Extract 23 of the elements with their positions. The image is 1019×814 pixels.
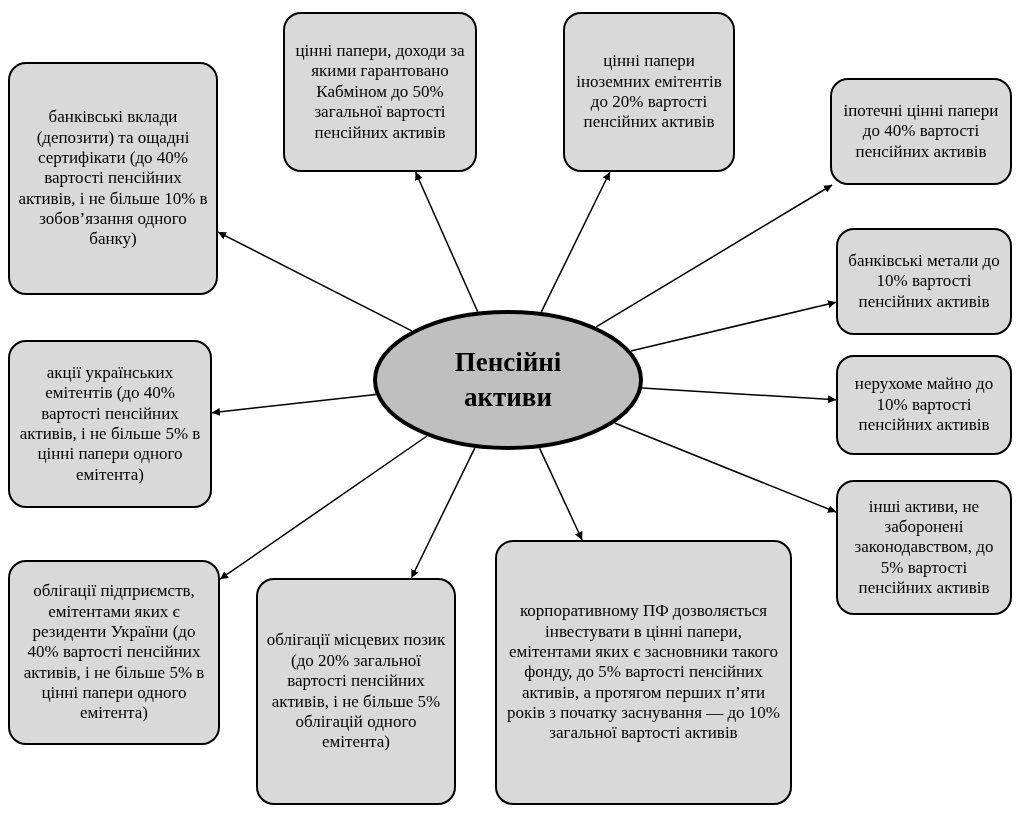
category-box: інші активи, не заборонені законодавством, до 5% вартості пенсійних активів	[836, 480, 1012, 615]
arrow	[630, 300, 837, 352]
arrow	[414, 171, 479, 313]
arrow	[595, 184, 833, 328]
category-box: нерухоме майно до 10% вартості пенсійних активів	[836, 355, 1012, 455]
arrow	[538, 447, 583, 541]
arrow	[613, 422, 837, 513]
category-box: облігації місцевих позик (до 20% загальної вартості пенсійних активів, і не більше 5% облігацій одного емітента)	[256, 578, 456, 805]
category-box: банківські метали до 10% вартості пенсійних активів	[836, 228, 1012, 335]
category-box: іпотечні цінні папери до 40% вартості пенсійних активів	[830, 78, 1012, 185]
arrow	[211, 393, 377, 416]
arrow	[641, 387, 837, 404]
arrow	[410, 447, 476, 579]
category-box: корпоративному ПФ дозволяється інвестувати в цінні папери, емітентами яких є засновники такого фонду, до 5% вартості пенсійних активів, а протягом перших п’яти років з початку заснування — до 10% загальної вартості активів	[495, 540, 792, 805]
center-label: Пенсійні активи	[453, 345, 563, 414]
category-box: банківські вклади (депозити) та ощадні сертифікати (до 40% вартості пенсійних активів, і не більше 10% в зобов’язання одного банку)	[8, 62, 218, 295]
category-box: акції українських емітентів (до 40% вартості пенсійних активів, і не більше 5% в цінні папери одного емітента)	[8, 340, 212, 508]
arrow	[540, 171, 611, 313]
category-box: цінні папери іноземних емітентів до 20% вартості пенсійних активів	[563, 12, 735, 172]
category-box: облігації підприємств, емітентами яких є резиденти України (до 40% вартості пенсійних активів, і не більше 5% в цінні папери одного емітента)	[8, 560, 220, 745]
arrow	[217, 231, 413, 332]
arrow	[219, 435, 428, 580]
category-box: цінні папери, доходи за якими гарантовано Кабміном до 50% загальної вартості пенсійних активів	[283, 12, 477, 172]
